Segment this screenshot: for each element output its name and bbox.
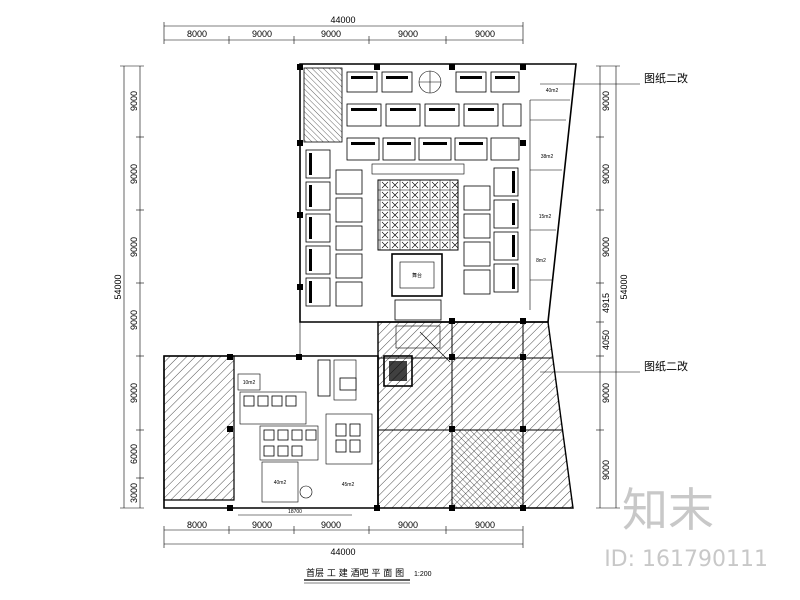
top-dimension-chain: 44000 8000 9000 9000 9000 9000: [163, 15, 524, 44]
area-label-e: 45m2: [342, 482, 355, 488]
callout-lower: 图纸二改: [644, 359, 688, 373]
third-booth-row: [346, 137, 520, 161]
left-segment-4: 9000: [129, 310, 139, 330]
right-segment-2: 9000: [601, 164, 611, 184]
left-total-dimension: 54000: [113, 274, 123, 299]
left-segment-7: 3000: [129, 483, 139, 503]
bottom-segment-2: 9000: [252, 520, 272, 530]
bottom-segment-1: 8000: [187, 520, 207, 530]
drawing-scale: 1:200: [414, 571, 432, 578]
top-segment-5: 9000: [475, 29, 495, 39]
right-segment-6: 9000: [601, 383, 611, 403]
top-segment-4: 9000: [398, 29, 418, 39]
watermark: 知末 ID: 161790111: [604, 483, 768, 572]
watermark-logo: 知末: [622, 483, 714, 537]
left-segment-2: 9000: [129, 164, 139, 184]
area-label-d: 8m2: [536, 258, 546, 264]
area-label-g: 40m2: [274, 480, 287, 486]
bottom-total-dimension: 44000: [330, 547, 355, 557]
left-dimension-chain: 54000 9000 9000 9000 9000 9000 6000 3000: [113, 65, 144, 509]
right-segment-3: 9000: [601, 237, 611, 257]
right-segment-7: 9000: [601, 460, 611, 480]
bottom-dimension-chain: 8000 9000 9000 9000 9000 44000 18700: [163, 509, 524, 557]
right-booth-column: [463, 167, 519, 295]
right-segment-4: 4915: [601, 293, 611, 313]
left-segment-5: 9000: [129, 383, 139, 403]
top-segment-1: 8000: [187, 29, 207, 39]
revision-callouts: 图纸二改 图纸二改: [540, 71, 688, 373]
top-total-dimension: 44000: [330, 15, 355, 25]
top-segment-2: 9000: [252, 29, 272, 39]
bottom-segment-5: 9000: [475, 520, 495, 530]
bottom-segment-3: 9000: [321, 520, 341, 530]
top-booth-row: [346, 70, 520, 94]
lower-left-rooms: 10m2 40m2 45m2: [234, 355, 373, 503]
area-label-b: 38m2: [541, 154, 554, 160]
right-service-rooms: 40m2 38m2 15m2 8m2: [529, 88, 570, 310]
area-label-c: 15m2: [539, 214, 552, 220]
right-segment-1: 9000: [601, 91, 611, 111]
left-booth-column: [305, 149, 363, 307]
right-segment-5: 4050: [601, 330, 611, 350]
lower-wing-grid: [378, 322, 562, 509]
callout-upper: 图纸二改: [644, 71, 688, 85]
stage-label: 舞台: [412, 272, 422, 279]
drawing-title-block: 首层 工 建 酒吧 平 面 图 1:200: [304, 567, 432, 584]
building-outline: [163, 63, 577, 509]
right-total-dimension: 54000: [619, 274, 629, 299]
watermark-id: ID: 161790111: [604, 547, 768, 572]
drawing-title: 首层 工 建 酒吧 平 面 图: [306, 567, 404, 579]
right-dimension-chain: 9000 9000 9000 4915 4050 9000 9000 54000: [596, 65, 629, 509]
dance-floor: 舞台: [371, 163, 465, 349]
left-segment-6: 6000: [129, 444, 139, 464]
bottom-inner-dimension: 18700: [288, 509, 302, 515]
area-label-f: 10m2: [243, 380, 256, 386]
second-booth-row: [346, 103, 522, 127]
area-label-a: 40m2: [546, 88, 559, 94]
left-segment-1: 9000: [129, 91, 139, 111]
bottom-segment-4: 9000: [398, 520, 418, 530]
central-stair: [383, 331, 451, 387]
top-segment-3: 9000: [321, 29, 341, 39]
left-segment-3: 9000: [129, 237, 139, 257]
